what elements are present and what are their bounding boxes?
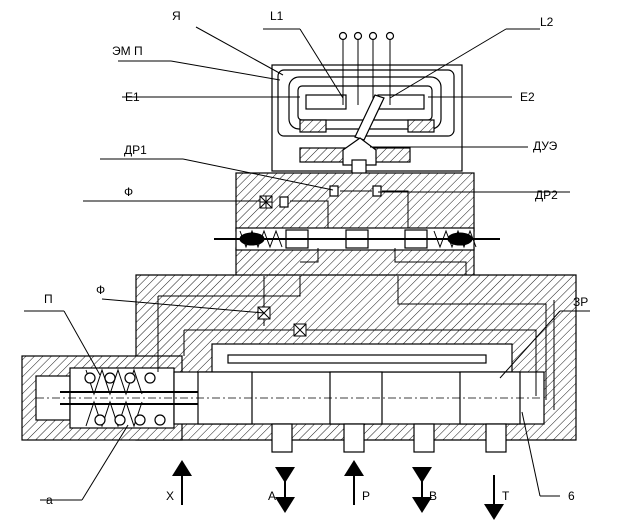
label-ya: Я <box>172 9 181 23</box>
label-e1: Е1 <box>125 90 140 104</box>
port-t: Т <box>484 475 510 520</box>
label-due: ДУЭ <box>533 139 558 153</box>
label-zr: ЗР <box>573 295 588 309</box>
label-emp: ЭМ П <box>112 44 143 58</box>
port-b-label: В <box>429 489 437 503</box>
port-x: Х <box>166 460 192 505</box>
label-six: 6 <box>568 489 575 503</box>
port-a-label: А <box>268 489 276 503</box>
label-dr2: ДР2 <box>535 188 558 202</box>
pilot-stage <box>214 172 500 300</box>
label-l2: L2 <box>540 15 554 29</box>
label-f-middle: Ф <box>96 283 105 297</box>
label-f-top: Ф <box>124 185 133 199</box>
port-x-label: Х <box>166 489 174 503</box>
torque-motor <box>271 31 463 187</box>
label-a-bottom: а <box>46 493 53 507</box>
port-t-label: Т <box>502 489 510 503</box>
main-body <box>21 274 577 453</box>
leader-lines <box>24 26 590 501</box>
port-p-label: Р <box>362 489 370 503</box>
port-p: Р <box>344 460 370 505</box>
port-b: В <box>412 467 437 513</box>
port-a: А <box>268 467 295 513</box>
label-e2: Е2 <box>520 90 535 104</box>
label-l1: L1 <box>270 9 284 23</box>
label-p: П <box>44 292 53 306</box>
label-dr1: ДР1 <box>124 143 147 157</box>
